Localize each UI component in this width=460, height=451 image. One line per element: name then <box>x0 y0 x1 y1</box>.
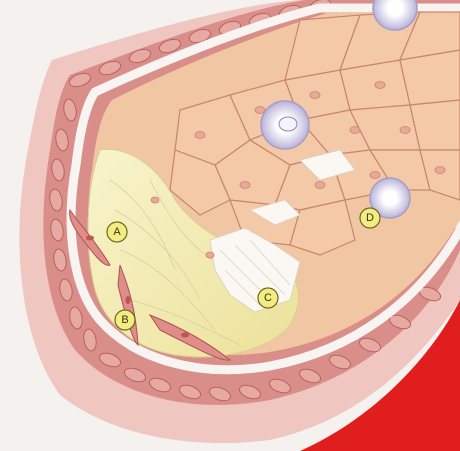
label-a: A <box>107 222 127 242</box>
label-b: B <box>115 310 135 330</box>
label-c: C <box>258 288 278 308</box>
label-d: D <box>360 208 380 228</box>
svg-text:C: C <box>264 292 272 304</box>
svg-text:A: A <box>113 226 121 238</box>
svg-text:D: D <box>366 212 374 224</box>
svg-text:B: B <box>121 314 128 326</box>
